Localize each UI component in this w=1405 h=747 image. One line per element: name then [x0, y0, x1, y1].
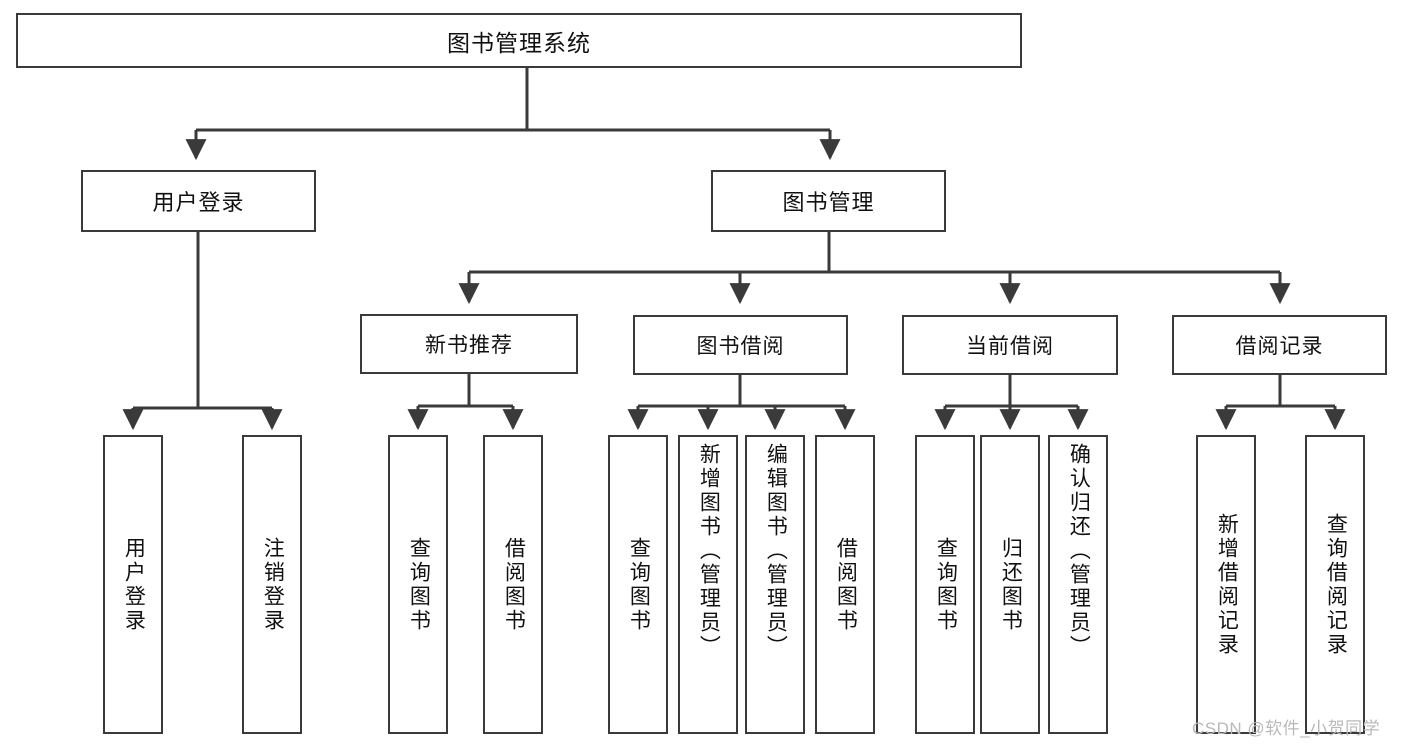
node-label: 用户登录 — [152, 190, 245, 215]
node-label: 归还图书 — [999, 536, 1023, 633]
node-label: 图书借阅 — [696, 335, 785, 358]
node-label: 新书推荐 — [425, 334, 513, 357]
node-label: 查询图书 — [627, 536, 651, 633]
node-label: 查询图书 — [407, 536, 431, 633]
leaf-query-book-recommend[interactable]: 查询图书 — [388, 435, 448, 734]
node-current-borrow[interactable]: 当前借阅 — [902, 315, 1118, 375]
leaf-add-book-admin[interactable]: 新增图书（管理员） — [678, 435, 738, 734]
csdn-watermark: CSDN @软件_小贺同学 — [1192, 719, 1381, 738]
node-book-borrow[interactable]: 图书借阅 — [633, 315, 848, 375]
node-label: 查询图书 — [934, 536, 958, 633]
leaf-query-book-current[interactable]: 查询图书 — [915, 435, 975, 734]
node-label: 图书管理系统 — [447, 29, 591, 56]
node-label: 图书管理 — [782, 190, 875, 215]
leaf-logout-login[interactable]: 注销登录 — [242, 435, 302, 734]
node-label: 当前借阅 — [966, 335, 1054, 358]
leaf-confirm-return-admin[interactable]: 确认归还（管理员） — [1048, 435, 1108, 734]
node-new-book-recommend[interactable]: 新书推荐 — [360, 314, 578, 374]
node-label: 借阅图书 — [502, 536, 526, 633]
leaf-edit-book-admin[interactable]: 编辑图书（管理员） — [745, 435, 805, 734]
leaf-user-login[interactable]: 用户登录 — [103, 435, 163, 734]
node-user-login[interactable]: 用户登录 — [81, 170, 316, 232]
leaf-return-book[interactable]: 归还图书 — [980, 435, 1040, 734]
node-label: 用户登录 — [122, 536, 146, 633]
leaf-borrow-book-recommend[interactable]: 借阅图书 — [483, 435, 543, 734]
node-label: 注销登录 — [261, 536, 285, 633]
node-label: 借阅图书 — [834, 536, 858, 633]
leaf-query-book-borrow[interactable]: 查询图书 — [608, 435, 668, 734]
node-book-management[interactable]: 图书管理 — [711, 170, 946, 232]
node-label: 新增借阅记录 — [1215, 512, 1239, 657]
leaf-query-borrow-record[interactable]: 查询借阅记录 — [1305, 435, 1365, 734]
leaf-borrow-book-borrow[interactable]: 借阅图书 — [815, 435, 875, 734]
node-root-book-management-system[interactable]: 图书管理系统 — [16, 13, 1022, 68]
node-label: 编辑图书（管理员） — [764, 443, 788, 659]
node-label: 查询借阅记录 — [1324, 512, 1348, 657]
node-borrow-record[interactable]: 借阅记录 — [1172, 315, 1387, 375]
leaf-add-borrow-record[interactable]: 新增借阅记录 — [1196, 435, 1256, 734]
node-label: 借阅记录 — [1235, 335, 1324, 358]
node-label: 确认归还（管理员） — [1067, 443, 1091, 659]
node-label: 新增图书（管理员） — [697, 443, 721, 659]
